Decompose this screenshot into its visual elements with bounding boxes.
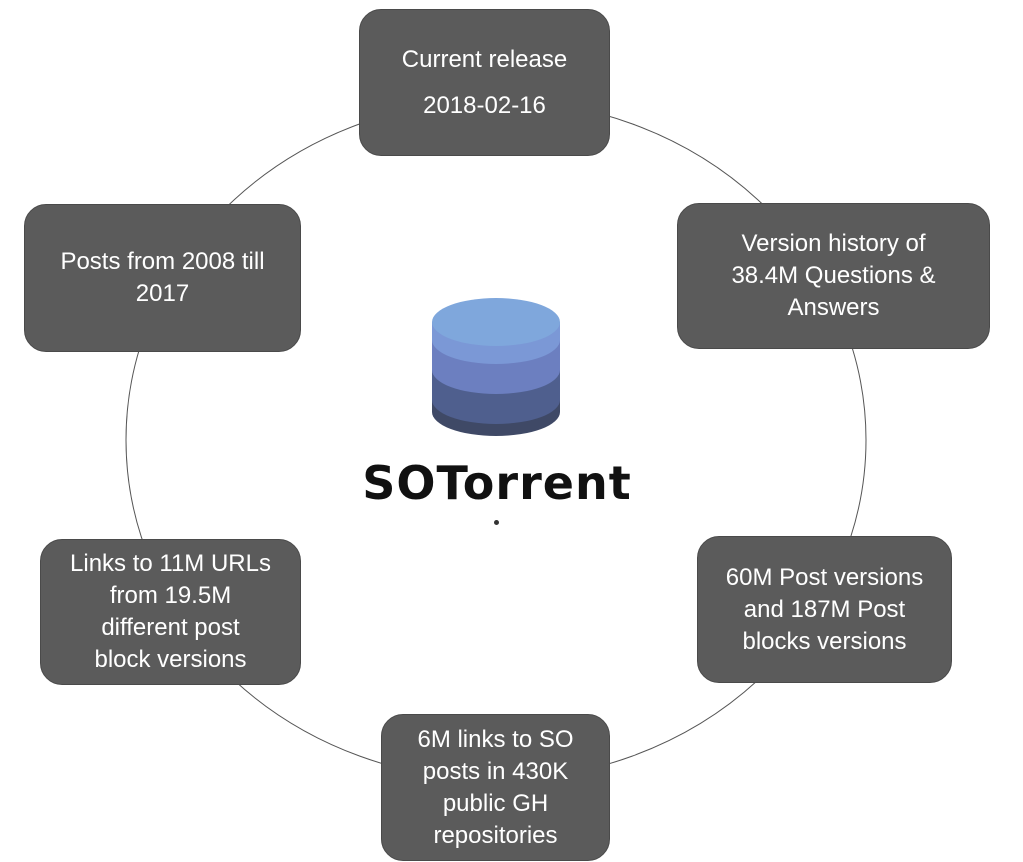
box-posts-range: Posts from 2008 till 2017 — [24, 204, 301, 352]
database-icon — [432, 298, 560, 436]
box-gh-links-line-4: repositories — [433, 821, 558, 849]
box-post-versions: 60M Post versions and 187M Post blocks v… — [697, 536, 952, 683]
box-version-history-line-2: 38.4M Questions & — [731, 262, 936, 289]
box-gh-links-line-1: 6M links to SO — [417, 725, 574, 753]
box-url-links: Links to 11M URLs from 19.5M different p… — [40, 539, 301, 685]
box-version-history: Version history of 38.4M Questions & Ans… — [677, 203, 990, 349]
box-url-links-line-4: block versions — [94, 646, 247, 673]
database-top — [432, 298, 560, 346]
box-gh-links: 6M links to SO posts in 430K public GH r… — [381, 714, 610, 861]
sotorrent-logo-text: SOTorrent — [362, 456, 632, 510]
box-post-versions-line-1: 60M Post versions — [725, 563, 924, 591]
box-gh-links-line-3: public GH — [442, 789, 549, 817]
box-post-versions-line-2: and 187M Post — [743, 595, 906, 623]
box-post-versions-line-3: blocks versions — [742, 627, 907, 655]
box-current-release-line-1: Current release — [401, 45, 568, 73]
box-url-links-line-3: different post — [101, 614, 240, 641]
logo-mark-dot — [494, 520, 499, 525]
box-posts-range-line-2: 2017 — [135, 280, 190, 307]
box-current-release-line-2: 2018-02-16 — [423, 91, 546, 119]
box-url-links-line-1: Links to 11M URLs — [70, 550, 271, 577]
box-gh-links-line-2: posts in 430K — [422, 757, 569, 785]
box-url-links-line-2: from 19.5M — [109, 582, 232, 609]
box-posts-range-line-1: Posts from 2008 till — [60, 248, 265, 275]
box-version-history-line-3: Answers — [787, 294, 880, 321]
box-version-history-line-1: Version history of — [741, 230, 926, 257]
box-current-release: Current release 2018-02-16 — [359, 9, 610, 156]
